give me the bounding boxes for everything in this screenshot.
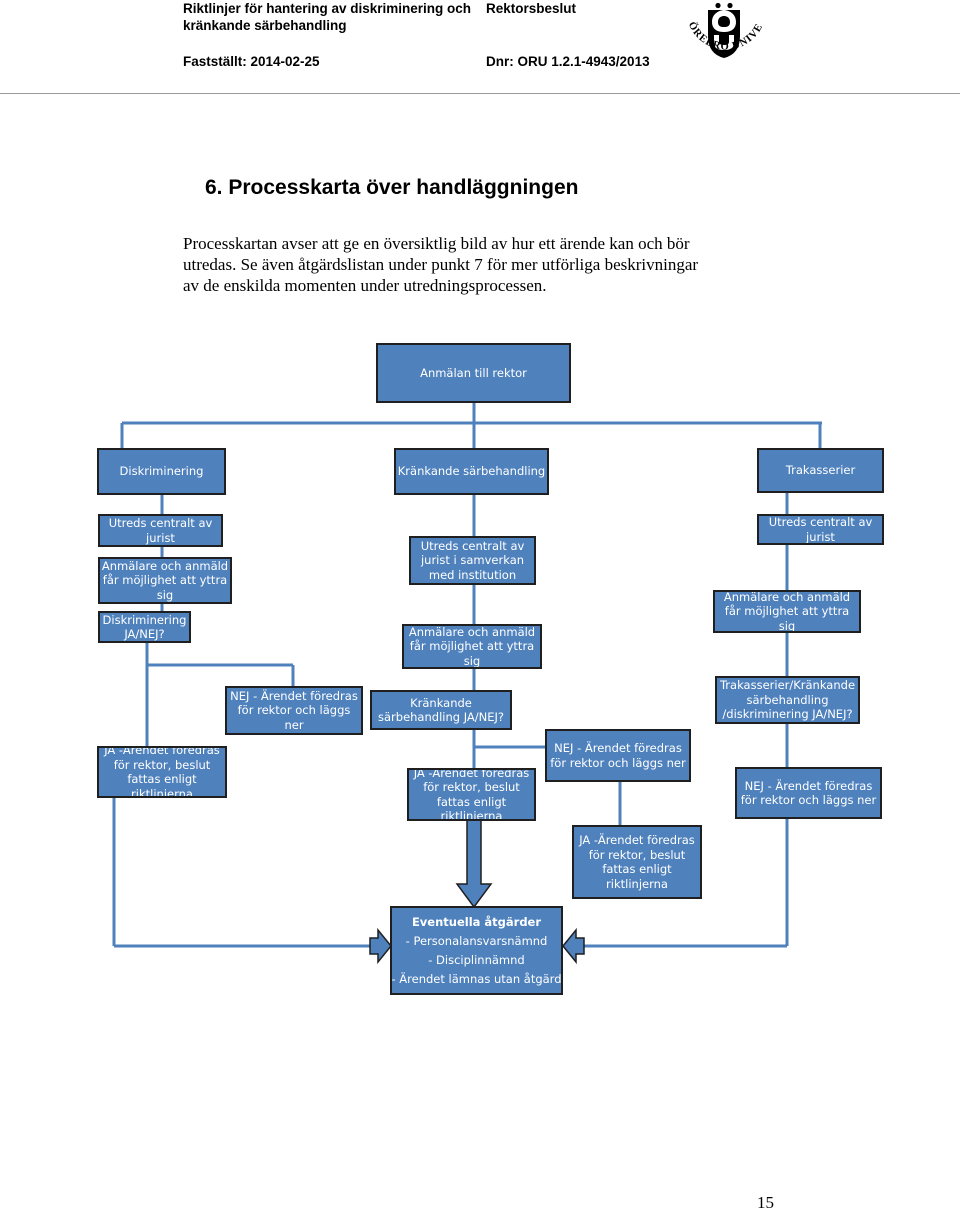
harassment-decision-box: Trakasserier/Kränkande särbehandling /di…	[715, 676, 860, 724]
harassment-hearing-box: Anmälare och anmäld får möjlighet att yt…	[713, 590, 861, 633]
harassment-yes-box: JA -Ärendet föredras för rektor, beslut …	[572, 825, 702, 899]
header-doc-type: Rektorsbeslut	[486, 1, 577, 16]
box-label: JA -Ärendet föredras för rektor, beslut …	[413, 768, 530, 821]
intro-line: av de enskilda momenten under utrednings…	[183, 276, 547, 295]
box-label: Trakasserier	[785, 463, 856, 478]
university-logo: ÖREBRO UNIVERSITET	[678, 2, 764, 58]
harassment-category-box: Trakasserier	[757, 448, 884, 493]
header-divider	[0, 93, 960, 94]
box-label: Anmälare och anmäld får möjlighet att yt…	[101, 558, 229, 602]
box-label: Utreds centralt av jurist i samverkan me…	[420, 538, 525, 582]
offensive-treatment-category-box: Kränkande särbehandling	[394, 448, 549, 495]
discrimination-decision-box: Diskriminering JA/NEJ?	[98, 611, 191, 643]
box-label: Diskriminering	[119, 464, 204, 479]
box-label: NEJ - Ärendet föredras för rektor och lä…	[230, 688, 358, 732]
discrimination-hearing-box: Anmälare och anmäld får möjlighet att yt…	[98, 557, 232, 604]
box-label: Trakasserier/Kränkande särbehandling /di…	[719, 678, 856, 722]
harassment-investigation-box: Utreds centralt av jurist	[757, 514, 884, 545]
measures-item: - Ärendet lämnas utan åtgärd	[391, 971, 562, 986]
report-to-rector-box: Anmälan till rektor	[376, 343, 571, 403]
box-label: Utreds centralt av jurist	[768, 515, 873, 544]
discrimination-yes-box: JA -Ärendet föredras för rektor, beslut …	[97, 746, 227, 798]
box-label: Kränkande särbehandling JA/NEJ?	[378, 695, 504, 725]
intro-paragraph: Processkartan avser att ge en översiktli…	[183, 233, 783, 296]
offensive-no-box: NEJ - Ärendet föredras för rektor och lä…	[545, 729, 691, 782]
box-label: NEJ - Ärendet föredras för rektor och lä…	[550, 741, 686, 770]
measures-title: Eventuella åtgärder	[411, 914, 542, 929]
box-label: Anmälare och anmäld får möjlighet att yt…	[723, 590, 851, 633]
arrow-left-to-measures	[562, 927, 585, 965]
intro-line: utredas. Se även åtgärdslistan under pun…	[183, 255, 699, 274]
header-title-line-1: Riktlinjer för hantering av diskrimineri…	[183, 1, 472, 16]
box-label: NEJ - Ärendet föredras för rektor och lä…	[740, 778, 877, 808]
offensive-yes-box: JA -Ärendet föredras för rektor, beslut …	[407, 768, 536, 821]
box-label: Diskriminering JA/NEJ?	[102, 612, 187, 641]
discrimination-category-box: Diskriminering	[97, 448, 226, 495]
box-label: Kränkande särbehandling	[397, 464, 546, 479]
section-heading: 6. Processkarta över handläggningen	[205, 176, 579, 199]
possible-measures-box: Eventuella åtgärder - Personalansvarsnäm…	[390, 906, 563, 995]
offensive-decision-box: Kränkande särbehandling JA/NEJ?	[370, 690, 512, 730]
arrow-down-to-measures	[455, 819, 493, 909]
box-label: Anmälare och anmäld får möjlighet att yt…	[408, 624, 536, 668]
header-reference-number: Dnr: ORU 1.2.1-4943/2013	[486, 54, 650, 69]
harassment-no-box: NEJ - Ärendet föredras för rektor och lä…	[735, 767, 882, 819]
measures-item: - Personalansvarsnämnd	[405, 933, 548, 948]
intro-line: Processkartan avser att ge en översiktli…	[183, 234, 690, 253]
arrow-right-to-measures	[369, 927, 392, 965]
discrimination-investigation-box: Utreds centralt av jurist	[98, 514, 223, 547]
header-title: Riktlinjer för hantering av diskrimineri…	[183, 0, 471, 34]
measures-item: - Disciplinnämnd	[428, 952, 525, 967]
offensive-hearing-box: Anmälare och anmäld får möjlighet att yt…	[402, 624, 542, 669]
header-title-line-2: kränkande särbehandling	[183, 18, 347, 33]
offensive-investigation-box: Utreds centralt av jurist i samverkan me…	[409, 536, 536, 585]
box-label: JA -Ärendet föredras för rektor, beslut …	[104, 746, 220, 798]
page-number: 15	[757, 1193, 774, 1212]
header-established-date: Fastställt: 2014-02-25	[183, 54, 320, 69]
discrimination-no-box: NEJ - Ärendet föredras för rektor och lä…	[225, 686, 363, 735]
box-label: Utreds centralt av jurist	[108, 516, 213, 545]
box-label: Anmälan till rektor	[420, 365, 527, 380]
box-label: JA -Ärendet föredras för rektor, beslut …	[579, 833, 695, 891]
